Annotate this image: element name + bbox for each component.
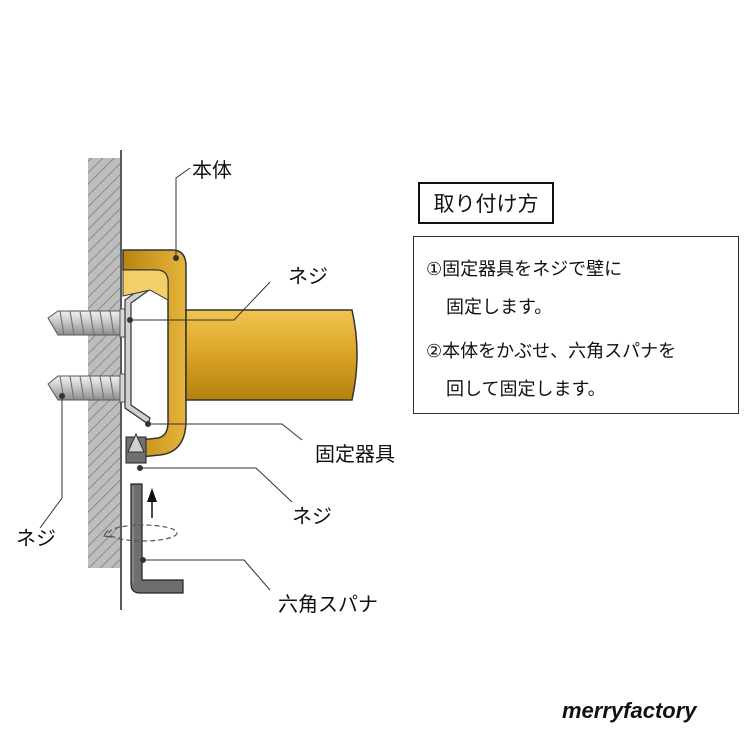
- rod: [185, 309, 358, 401]
- set-screw: [125, 432, 147, 464]
- label-screw-left: ネジ: [16, 526, 56, 550]
- instructions-box: ①固定器具をネジで壁に 固定します。 ②本体をかぶせ、六角スパナを 回して固定し…: [413, 236, 739, 414]
- step1-line1: ①固定器具をネジで壁に: [426, 259, 623, 280]
- main-body: [122, 249, 187, 458]
- step2-line2: 回して固定します。: [446, 379, 606, 400]
- brand-logo-text: merryfactory: [562, 698, 697, 723]
- label-body: 本体: [192, 158, 232, 182]
- fixing-bracket: [124, 281, 153, 425]
- label-screw-top: ネジ: [288, 264, 328, 288]
- wall: [88, 150, 122, 610]
- label-bracket: 固定器具: [315, 442, 395, 466]
- label-screw-bottom: ネジ: [292, 504, 332, 528]
- instructions-title: 取り付け方: [418, 182, 554, 224]
- step1-line2: 固定します。: [446, 297, 553, 318]
- label-hex-wrench: 六角スパナ: [278, 592, 378, 616]
- leader-lines: [39, 167, 303, 591]
- wall-anchor-screw-upper: [47, 308, 131, 338]
- step2-line1: ②本体をかぶせ、六角スパナを: [426, 341, 677, 362]
- hex-wrench: [102, 483, 184, 594]
- wall-anchor-screw-lower: [47, 373, 131, 403]
